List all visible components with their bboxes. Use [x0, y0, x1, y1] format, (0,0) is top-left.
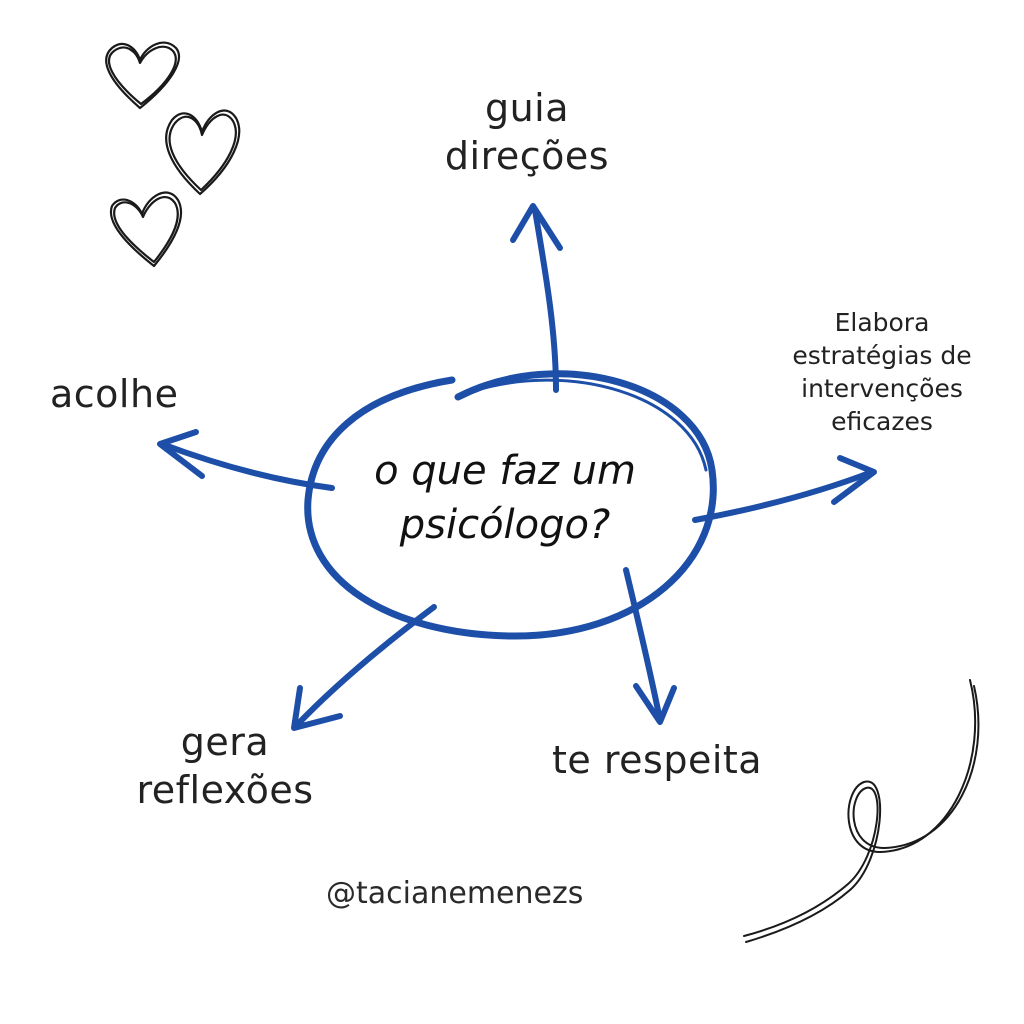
branch-label-line: te respeita: [552, 738, 763, 782]
branch-label-line: acolhe: [50, 372, 179, 416]
branch-label-elabora-estrategias: Elabora estratégias de intervenções efic…: [762, 306, 1002, 438]
heart-icon: [109, 191, 183, 268]
branch-label-guia-direcoes: guia direções: [432, 84, 622, 180]
central-question-line: o que faz um: [374, 448, 636, 494]
branch-label-line: guia: [484, 86, 570, 130]
branch-label-te-respeita: te respeita: [552, 736, 762, 784]
central-question: o que faz um psicólogo?: [330, 444, 680, 552]
branch-label-line: direções: [444, 134, 610, 178]
arrow-down-left: [291, 604, 437, 731]
heart-icon: [165, 109, 241, 196]
heart-icon: [105, 41, 181, 110]
central-ellipse: [304, 370, 717, 640]
branch-label-line: estratégias de: [792, 341, 972, 370]
branch-label-line: intervenções: [801, 374, 963, 403]
swirl-doodle: [743, 679, 980, 943]
arrow-left: [157, 429, 335, 491]
branch-label-line: eficazes: [831, 407, 933, 436]
branch-label-gera-reflexoes: gera reflexões: [120, 718, 330, 814]
author-handle: @tacianemenezs: [326, 876, 584, 911]
branch-label-line: Elabora: [834, 308, 930, 337]
arrow-down-right: [623, 567, 677, 725]
branch-label-line: reflexões: [136, 768, 314, 812]
branch-label-acolhe: acolhe: [50, 370, 178, 418]
arrow-right: [692, 455, 877, 523]
branch-label-line: gera: [180, 720, 270, 764]
central-question-line: psicólogo?: [399, 502, 611, 548]
arrow-up: [510, 203, 563, 393]
